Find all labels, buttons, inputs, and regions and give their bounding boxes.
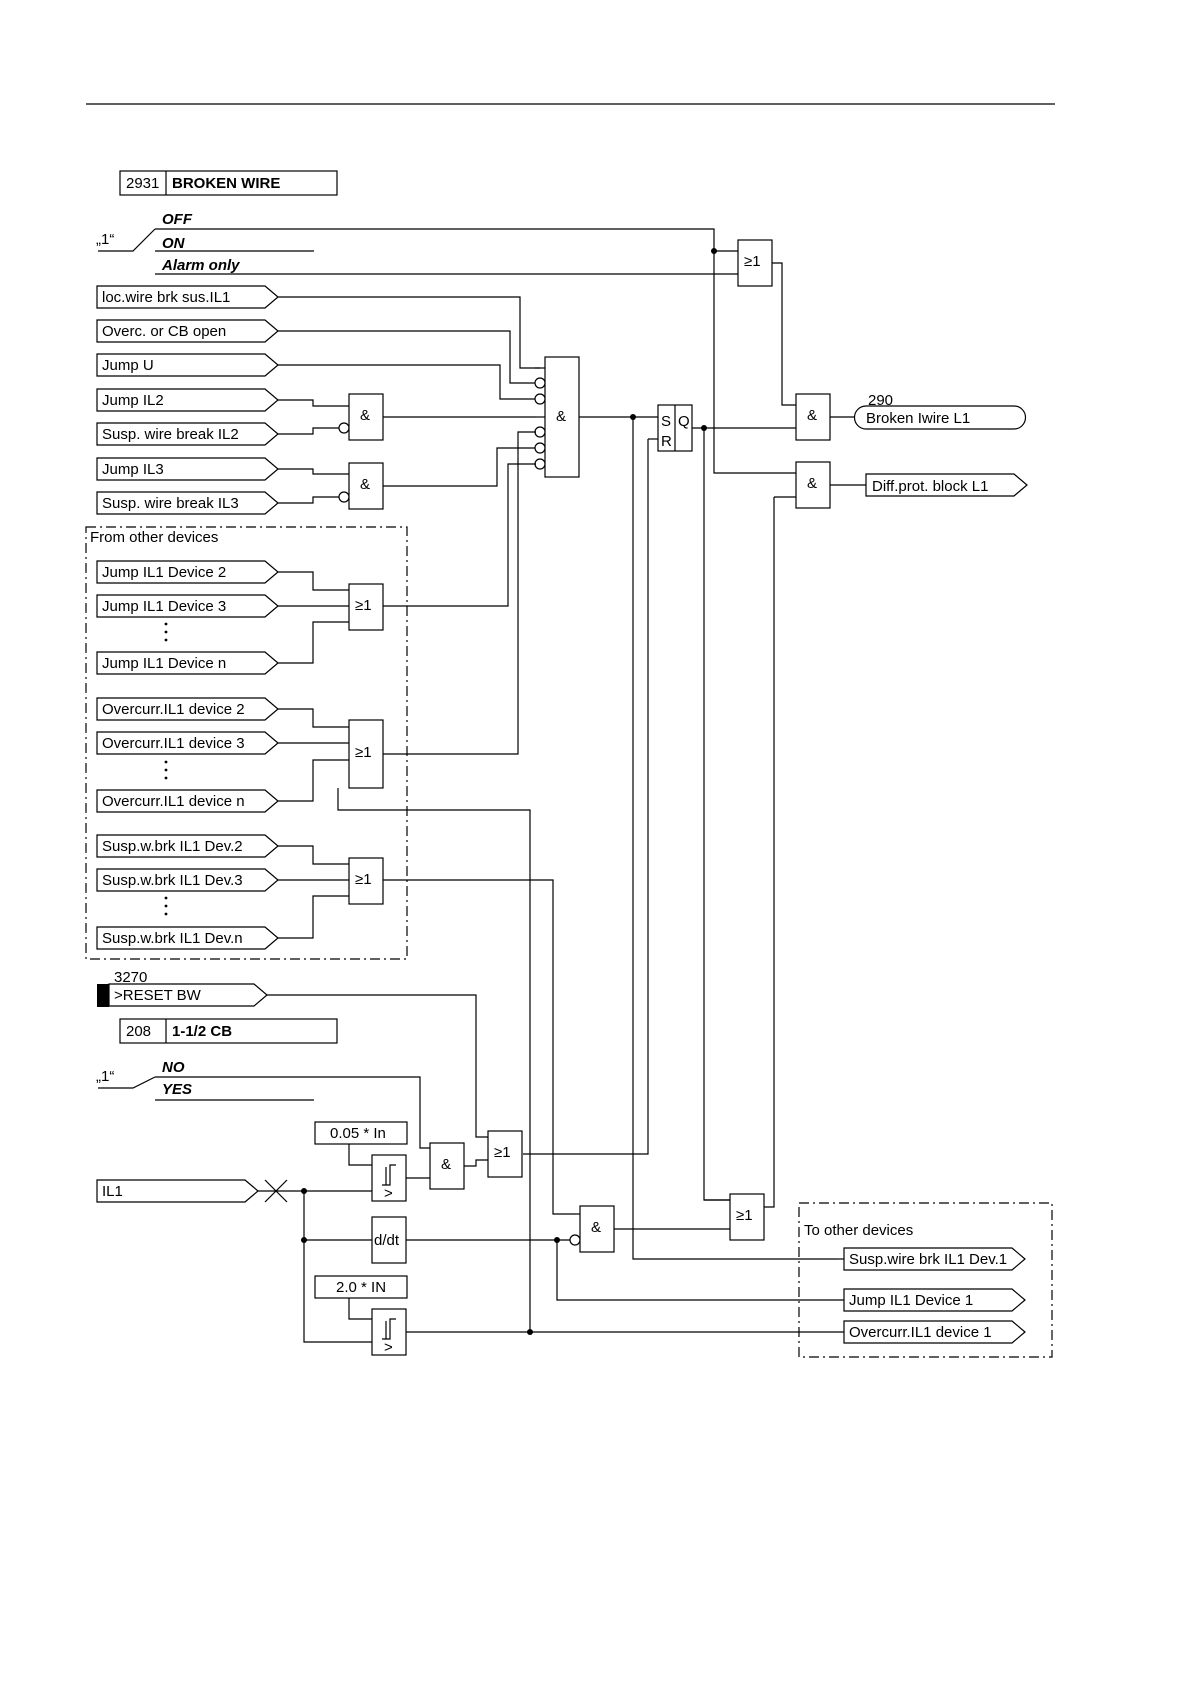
svg-text:Jump IL1 Device n: Jump IL1 Device n — [102, 655, 226, 672]
svg-text:Jump IL1 Device 3: Jump IL1 Device 3 — [102, 598, 226, 615]
svg-text:Jump IL1 Device 1: Jump IL1 Device 1 — [849, 1292, 973, 1309]
svg-text:Susp.w.brk IL1 Dev.3: Susp.w.brk IL1 Dev.3 — [102, 872, 243, 889]
svg-text:≥1: ≥1 — [355, 744, 372, 761]
to-other-title: To other devices — [804, 1222, 913, 1239]
input-loc-wire: loc.wire brk sus.IL1 — [102, 289, 230, 306]
setting-title: BROKEN WIRE — [172, 175, 280, 192]
setting-cb: 208 1-1/2 CB NO YES „1“ — [96, 1018, 430, 1149]
and-gate-il2: & — [348, 393, 384, 441]
svg-text:d/dt: d/dt — [374, 1232, 400, 1249]
svg-text:Overcurr.IL1 device 3: Overcurr.IL1 device 3 — [102, 735, 245, 752]
output-diff-block: Diff.prot. block L1 — [865, 473, 1028, 497]
and-gate-diff: & — [795, 461, 831, 509]
svg-text:&: & — [591, 1219, 601, 1236]
svg-text:≥1: ≥1 — [494, 1144, 511, 1161]
svg-text:Overcurr.IL1 device n: Overcurr.IL1 device n — [102, 793, 245, 810]
and-gate-il3: & — [348, 462, 384, 510]
svg-text:&: & — [807, 407, 817, 424]
svg-text:≥1: ≥1 — [744, 253, 761, 270]
svg-text:0.05 * In: 0.05 * In — [330, 1125, 386, 1142]
svg-text:>: > — [384, 1185, 393, 1202]
or-gate-reset: ≥1 — [487, 1130, 523, 1178]
reset-label: >RESET BW — [114, 987, 202, 1004]
svg-text:&: & — [556, 408, 566, 425]
or-gate-susp: ≥1 — [348, 857, 384, 905]
and-gate-cb: & — [429, 1142, 465, 1190]
svg-text:Overcurr.IL1 device 1: Overcurr.IL1 device 1 — [849, 1324, 992, 1341]
svg-text:208: 208 — [126, 1023, 151, 1040]
svg-text:≥1: ≥1 — [736, 1207, 753, 1224]
svg-text:R: R — [661, 433, 672, 450]
input-jump-u: Jump U — [102, 357, 154, 374]
input-jump-il2: Jump IL2 — [102, 392, 164, 409]
switch-label-cb: „1“ — [96, 1068, 114, 1085]
or-gate-bottom: ≥1 — [729, 1193, 765, 1241]
svg-text:Susp.w.brk IL1 Dev.2: Susp.w.brk IL1 Dev.2 — [102, 838, 243, 855]
svg-text:&: & — [360, 407, 370, 424]
svg-text:Overcurr.IL1 device 2: Overcurr.IL1 device 2 — [102, 701, 245, 718]
svg-text:Susp.wire brk IL1 Dev.1: Susp.wire brk IL1 Dev.1 — [849, 1251, 1007, 1268]
option-no: NO — [162, 1059, 185, 1076]
or-gate-overcurr: ≥1 — [348, 719, 384, 789]
option-yes: YES — [162, 1081, 192, 1098]
input-signals: loc.wire brk sus.IL1 Overc. or CB open J… — [96, 285, 279, 515]
from-other-signals: Jump IL1 Device 2 Jump IL1 Device 3 Jump… — [96, 560, 279, 950]
reset-address: 3270 — [114, 969, 147, 986]
svg-text:IL1: IL1 — [102, 1183, 123, 1200]
svg-text:&: & — [807, 475, 817, 492]
and-gate-jump: & — [579, 1205, 615, 1253]
svg-text:&: & — [441, 1156, 451, 1173]
ddt-block: d/dt — [371, 1216, 407, 1264]
input-il1: IL1 — [96, 1179, 259, 1203]
or-gate-jump: ≥1 — [348, 583, 384, 631]
and-gate-broken: & — [795, 393, 831, 441]
to-other-devices-box — [798, 1202, 1053, 1358]
svg-text:Jump IL1 Device 2: Jump IL1 Device 2 — [102, 564, 226, 581]
output-broken: Broken Iwire L1 — [866, 410, 970, 427]
switch-label: „1“ — [96, 231, 114, 248]
sr-flipflop: S R Q — [657, 404, 693, 452]
threshold-low: 0.05 * In — [314, 1121, 408, 1145]
svg-text:Susp.w.brk IL1 Dev.n: Susp.w.brk IL1 Dev.n — [102, 930, 243, 947]
svg-text:&: & — [360, 476, 370, 493]
option-on: ON — [162, 235, 186, 252]
setting-address: 2931 — [126, 175, 159, 192]
svg-text:2.0 * IN: 2.0 * IN — [336, 1279, 386, 1296]
to-other-signals: Susp.wire brk IL1 Dev.1 Jump IL1 Device … — [843, 1247, 1026, 1344]
comparator-low: > — [371, 1154, 407, 1202]
svg-text:≥1: ≥1 — [355, 597, 372, 614]
setting-broken-wire: 2931 BROKEN WIRE OFF ON Alarm only „1“ — [96, 170, 796, 474]
threshold-high: 2.0 * IN — [314, 1275, 408, 1299]
input-jump-il3: Jump IL3 — [102, 461, 164, 478]
input-susp-il3: Susp. wire break IL3 — [102, 495, 239, 512]
from-other-title: From other devices — [90, 529, 218, 546]
output-address: 290 — [868, 392, 893, 409]
input-overc-cb: Overc. or CB open — [102, 323, 226, 340]
or-gate-mode: ≥1 — [737, 239, 773, 287]
input-reset: 3270 >RESET BW — [97, 969, 268, 1007]
option-off: OFF — [162, 211, 193, 228]
svg-text:S: S — [661, 413, 671, 430]
comparator-high: > — [371, 1308, 407, 1356]
svg-text:>: > — [384, 1339, 393, 1356]
output-diff: Diff.prot. block L1 — [872, 478, 988, 495]
from-other-devices-box — [85, 526, 408, 960]
input-susp-il2: Susp. wire break IL2 — [102, 426, 239, 443]
svg-text:≥1: ≥1 — [355, 871, 372, 888]
svg-text:Q: Q — [678, 413, 690, 430]
output-broken-wire: 290 Broken Iwire L1 — [853, 392, 1027, 430]
svg-text:1-1/2 CB: 1-1/2 CB — [172, 1023, 232, 1040]
option-alarm-only: Alarm only — [161, 257, 240, 274]
